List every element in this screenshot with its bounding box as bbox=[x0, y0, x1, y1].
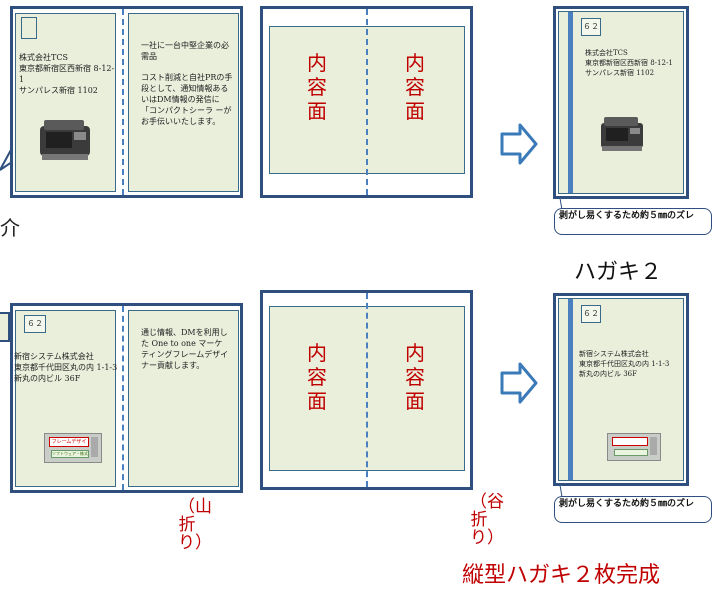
open-card-2: ６２ 新宿システム株式会社 東京都千代田区丸の内 1-1-3 新丸の内ビル 36… bbox=[10, 303, 243, 493]
left-text-fragment: 介 bbox=[0, 216, 20, 240]
screen-title: フレームデザイナー bbox=[49, 437, 89, 447]
postal-number: ６２ bbox=[581, 305, 601, 323]
completion-label: 縦型ハガキ２枚完成 bbox=[462, 563, 661, 588]
address-line: 東京都千代田区丸の内 1-1-3 bbox=[14, 363, 118, 372]
postcard-result-1: ６２ 株式会社TCS 東京都新宿区西新宿 8-12-1 サンパレス新宿 1102 bbox=[553, 6, 689, 199]
outer-panel-2: ６２ 新宿システム株式会社 東京都千代田区丸の内 1-1-3 新丸の内ビル 36… bbox=[14, 310, 118, 487]
callout-2: 剥がし易くするため約５㎜のズレ bbox=[554, 496, 712, 523]
inner-text-1: 一社に一台中堅企業の必需品 コスト削減と自社PRの手段として、通知情報あるいはD… bbox=[141, 40, 233, 127]
inner-panel-2: 通じ情報、DMを利用した One to one マーケティングフレームデザイナー… bbox=[128, 310, 239, 487]
mountain-fold-label: （山折り） bbox=[178, 497, 212, 553]
open-card-1: 株式会社TCS 東京都新宿区西新宿 8-12-1 サンパレス新宿 1102 一社… bbox=[10, 6, 243, 198]
offset-strip bbox=[568, 12, 573, 193]
printer-image bbox=[601, 117, 643, 151]
fold-line-4 bbox=[366, 293, 368, 487]
address-block-r1: 株式会社TCS 東京都新宿区西新宿 8-12-1 サンパレス新宿 1102 bbox=[585, 48, 683, 78]
screen-side bbox=[91, 437, 98, 457]
result-panel-1: ６２ 株式会社TCS 東京都新宿区西新宿 8-12-1 サンパレス新宿 1102 bbox=[558, 11, 684, 194]
address-block-1: 株式会社TCS 東京都新宿区西新宿 8-12-1 サンパレス新宿 1102 bbox=[19, 52, 115, 96]
inner-body-2: 通じ情報、DMを利用した One to one マーケティングフレームデザイナー… bbox=[141, 328, 229, 370]
fold-line-2 bbox=[366, 9, 368, 195]
postal-number: ６２ bbox=[581, 18, 601, 36]
content-label-right: 内容面 bbox=[405, 51, 425, 123]
hagaki-label: ハガキ２ bbox=[574, 260, 663, 285]
fold-line-1 bbox=[122, 9, 124, 195]
inner-panel-1: 一社に一台中堅企業の必需品 コスト削減と自社PRの手段として、通知情報あるいはD… bbox=[128, 13, 239, 192]
building-line: サンパレス新宿 1102 bbox=[19, 86, 98, 95]
content-label-right: 内容面 bbox=[405, 341, 425, 413]
screen-subtitle-bar bbox=[614, 449, 648, 456]
address-line: 東京都千代田区丸の内 1-1-3 bbox=[579, 360, 670, 368]
stamp-box bbox=[21, 17, 37, 39]
address-line: 東京都新宿区西新宿 8-12-1 bbox=[19, 64, 115, 84]
screen-subtitle: ソフトウェア・株式会社 bbox=[51, 450, 89, 458]
left-card-fragment bbox=[0, 312, 10, 342]
building-line: サンパレス新宿 1102 bbox=[585, 69, 655, 77]
screen-title-bar bbox=[612, 437, 648, 446]
result-panel-2: ６２ 新宿システム株式会社 東京都千代田区丸の内 1-1-3 新丸の内ビル 36… bbox=[558, 298, 684, 481]
fold-line-3 bbox=[122, 306, 124, 490]
arrow-right-icon bbox=[500, 123, 538, 165]
offset-strip bbox=[568, 299, 573, 480]
company-name: 株式会社TCS bbox=[19, 53, 68, 62]
content-label-left: 内容面 bbox=[307, 341, 327, 413]
company-name: 新宿システム株式会社 bbox=[579, 350, 649, 358]
building-line: 新丸の内ビル 36F bbox=[14, 374, 81, 383]
arrow-right-icon bbox=[500, 362, 538, 404]
postcard-result-2: ６２ 新宿システム株式会社 東京都千代田区丸の内 1-1-3 新丸の内ビル 36… bbox=[553, 293, 689, 486]
company-name: 株式会社TCS bbox=[585, 49, 628, 57]
printer-image bbox=[40, 120, 90, 160]
content-sheet-2: 内容面 内容面 bbox=[260, 290, 473, 490]
callout-1: 剥がし易くするため約５㎜のズレ bbox=[554, 208, 712, 235]
screen-side bbox=[650, 437, 657, 455]
company-name: 新宿システム株式会社 bbox=[14, 352, 94, 361]
address-block-r2: 新宿システム株式会社 東京都千代田区丸の内 1-1-3 新丸の内ビル 36F bbox=[579, 349, 683, 379]
valley-fold-label: （谷折り） bbox=[470, 492, 504, 548]
frame-designer-screen bbox=[607, 433, 661, 461]
address-block-2: 新宿システム株式会社 東京都千代田区丸の内 1-1-3 新丸の内ビル 36F bbox=[14, 351, 118, 384]
address-line: 東京都新宿区西新宿 8-12-1 bbox=[585, 59, 673, 67]
building-line: 新丸の内ビル 36F bbox=[579, 370, 637, 378]
inner-title: 一社に一台中堅企業の必需品 bbox=[141, 41, 229, 61]
frame-designer-screen: フレームデザイナー ソフトウェア・株式会社 bbox=[44, 433, 102, 463]
content-sheet-1: 内容面 内容面 bbox=[260, 6, 473, 198]
inner-body: コスト削減と自社PRの手段として、通知情報あるいはDM情報の発信に「コンパクトシ… bbox=[141, 73, 233, 126]
postal-number: ６２ bbox=[24, 315, 46, 333]
outer-panel-1: 株式会社TCS 東京都新宿区西新宿 8-12-1 サンパレス新宿 1102 bbox=[15, 13, 116, 192]
content-label-left: 内容面 bbox=[307, 51, 327, 123]
